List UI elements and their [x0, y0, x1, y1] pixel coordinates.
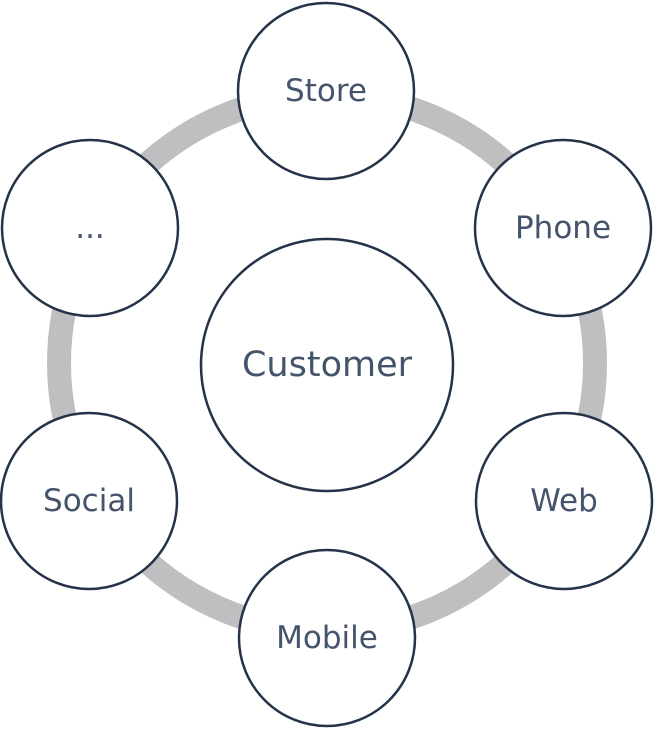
node-web-label: Web [530, 483, 598, 519]
node-social-label: Social [43, 483, 135, 519]
center-node-customer: Customer [199, 237, 455, 493]
node-store-circle [236, 1, 416, 181]
center-circle [199, 237, 455, 493]
node-more-circle [0, 138, 180, 318]
node-web-circle [474, 411, 654, 591]
node-social: Social [0, 411, 179, 591]
node-phone: Phone [473, 138, 653, 318]
node-more: ... [0, 138, 180, 318]
node-store: Store [236, 1, 416, 181]
node-social-circle [0, 411, 179, 591]
node-store-label: Store [285, 73, 367, 109]
node-mobile-circle [237, 548, 417, 728]
node-more-label: ... [75, 210, 105, 246]
node-phone-label: Phone [515, 210, 611, 246]
node-web: Web [474, 411, 654, 591]
node-phone-circle [473, 138, 653, 318]
node-mobile-label: Mobile [276, 620, 378, 656]
center-label: Customer [242, 345, 413, 385]
node-mobile: Mobile [237, 548, 417, 728]
